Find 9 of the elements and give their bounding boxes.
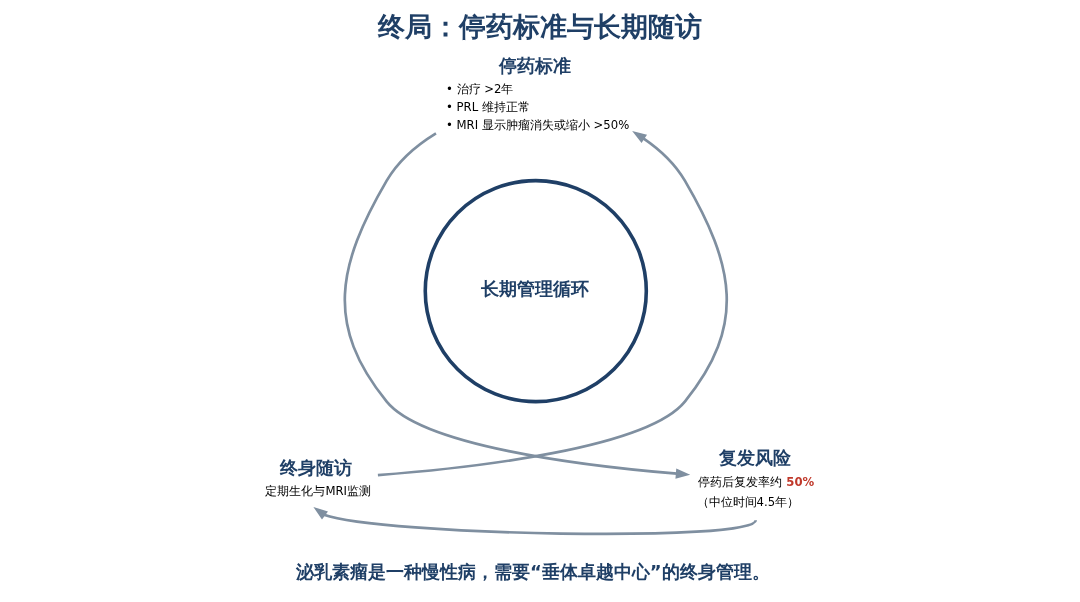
arrow — [312, 506, 757, 536]
node-text: 停药标准 • 治疗 >2年 • PRL 维持正常 • MRI 显示肿瘤消失或缩小 >50% — [445, 54, 629, 132]
caption: 泌乳素瘤是一种慢性病，需要“垂体卓越中心”的终身管理。 — [295, 560, 770, 582]
arrow — [343, 132, 690, 479]
node-text: 复发风险 停药后复发率约 50% （中位时间4.5年） — [696, 446, 814, 510]
diagram-title: 终局：停药标准与长期随访 — [377, 11, 702, 43]
arrow — [377, 131, 728, 477]
node-text: 终身随访 定期生化与MRI监测 — [264, 457, 371, 499]
node-circle: 长期管理循环 — [422, 178, 648, 404]
